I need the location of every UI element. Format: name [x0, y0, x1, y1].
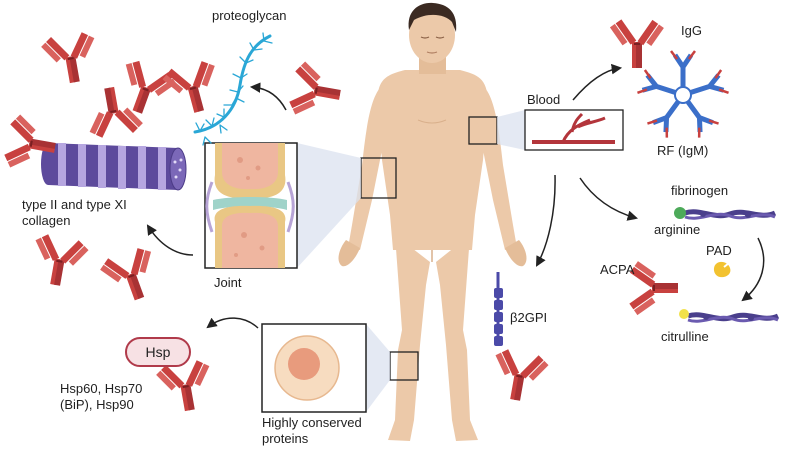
- hsp-badge-label: Hsp: [145, 344, 171, 360]
- label-collagen: type II and type XI collagen: [22, 197, 127, 228]
- proteoglycan-icon: [193, 32, 273, 146]
- blood-vessel-icon: [524, 109, 624, 151]
- label-acpa: ACPA: [600, 262, 635, 277]
- protein-projection: [366, 324, 390, 412]
- label-rf-igm: RF (IgM): [657, 143, 709, 158]
- cell-icon: [261, 323, 367, 413]
- label-arginine: arginine: [654, 222, 701, 237]
- label-blood: Blood: [527, 92, 561, 107]
- joint-projection: [297, 143, 361, 268]
- label-hsp-list: Hsp60, Hsp70 (BiP), Hsp90: [60, 381, 143, 412]
- label-citrulline: citrulline: [661, 329, 709, 344]
- fibrinogen-icon: [674, 207, 780, 323]
- b2gpi-icon: [494, 272, 503, 346]
- hsp-badge: Hsp: [125, 337, 191, 367]
- blood-projection: [497, 110, 525, 150]
- label-conserved-proteins: Highly conserved proteins: [262, 415, 362, 446]
- pad-enzyme-icon: [713, 261, 731, 278]
- label-joint: Joint: [214, 275, 242, 290]
- label-igg: IgG: [681, 23, 702, 38]
- joint-icon: [204, 142, 298, 269]
- human-body-icon: [338, 2, 527, 441]
- arrows: [146, 63, 765, 329]
- label-b2gpi: β2GPI: [510, 310, 548, 325]
- label-proteoglycan: proteoglycan: [212, 8, 287, 23]
- label-fibrinogen: fibrinogen: [671, 183, 729, 198]
- label-pad: PAD: [706, 243, 732, 258]
- collagen-fibril-icon: [41, 143, 187, 191]
- igm-pentamer-icon: [637, 50, 729, 138]
